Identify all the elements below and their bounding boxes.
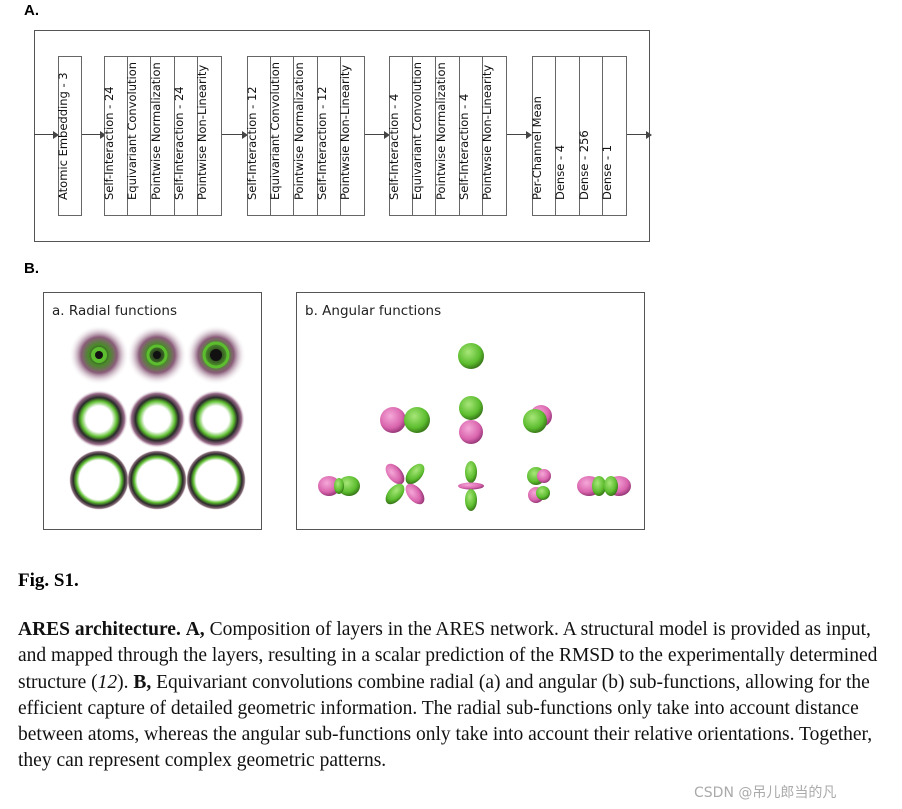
layer-label: Pointwsie Non-Linearity bbox=[338, 64, 353, 200]
layer-label: Self-Interaction - 12 bbox=[314, 86, 329, 200]
layer-label: Dense - 4 bbox=[553, 144, 568, 200]
layer-label: Self-Interaction - 4 bbox=[456, 93, 471, 200]
layer-box: Equivariant Convolution bbox=[410, 57, 437, 215]
radial-functions-panel: a. Radial functions bbox=[43, 292, 262, 530]
layer-label: Equivariant Convolution bbox=[410, 61, 425, 200]
arrowhead-4 bbox=[526, 130, 532, 139]
layer-box: Atomic Embedding - 3 bbox=[56, 57, 81, 215]
layer-box: Dense - 256 bbox=[576, 57, 603, 215]
layer-box: Self-Interaction - 4 bbox=[456, 57, 483, 215]
arrowhead-2 bbox=[242, 130, 248, 139]
angular-l0 bbox=[458, 343, 484, 369]
caption-title: ARES architecture. bbox=[18, 619, 181, 640]
radial-functions-title: a. Radial functions bbox=[52, 303, 178, 319]
layer-label: Dense - 1 bbox=[600, 144, 615, 200]
layer-box: Self-Interaction - 4 bbox=[387, 57, 414, 215]
layer-box: Dense - 4 bbox=[553, 57, 580, 215]
radial-row-1 bbox=[69, 325, 246, 385]
input-arrowhead bbox=[53, 130, 59, 139]
layer-box: Equivariant Convolution bbox=[268, 57, 295, 215]
caption-text-3: Equivariant convolutions combine radial … bbox=[18, 671, 873, 772]
layer-group-output: Per-Channel Mean Dense - 4 Dense - 256 D… bbox=[530, 56, 627, 216]
radial-row-2 bbox=[70, 390, 245, 448]
layer-box: Pointwise Non-Linearity bbox=[195, 57, 221, 215]
csdn-watermark: CSDN @吊儿郎当的凡 bbox=[694, 785, 837, 801]
angular-functions-figure bbox=[318, 343, 631, 511]
layer-label: Pointwise Normalization bbox=[433, 62, 448, 200]
arrow-2 bbox=[222, 134, 244, 135]
layer-label: Self-Interaction - 12 bbox=[245, 86, 260, 200]
layer-group-1: Self-Interaction - 24 Equivariant Convol… bbox=[102, 56, 222, 216]
layer-box: Self-Interaction - 12 bbox=[245, 57, 272, 215]
layer-box: Pointwise Normalization bbox=[148, 57, 175, 215]
layer-box: Pointwise Normalization bbox=[291, 57, 318, 215]
layer-label: Equivariant Convolution bbox=[125, 61, 140, 200]
layer-label: Equivariant Convolution bbox=[268, 61, 283, 200]
panel-b-label: B. bbox=[24, 260, 39, 277]
angular-l1 bbox=[380, 396, 552, 444]
layer-label: Pointwsie Non-Linearity bbox=[480, 64, 495, 200]
layer-label: Atomic Embedding - 3 bbox=[56, 72, 70, 200]
caption-text-1: Composition of layers in the ARES networ… bbox=[18, 619, 878, 693]
input-arrow bbox=[34, 134, 56, 135]
arrow-3 bbox=[365, 134, 386, 135]
arrow-4 bbox=[507, 134, 529, 135]
figure-caption: ARES architecture. A, Composition of lay… bbox=[18, 617, 898, 775]
layer-group-embedding: Atomic Embedding - 3 bbox=[56, 56, 82, 216]
arrowhead-3 bbox=[384, 130, 390, 139]
figure-label: Fig. S1. bbox=[18, 570, 79, 591]
layer-box: Self-Interaction - 12 bbox=[314, 57, 341, 215]
output-arrow bbox=[627, 134, 647, 135]
caption-text-2: ). bbox=[117, 671, 134, 693]
layer-group-2: Self-Interaction - 12 Equivariant Convol… bbox=[245, 56, 365, 216]
layer-label: Dense - 256 bbox=[576, 130, 591, 200]
output-arrowhead bbox=[646, 130, 652, 139]
layer-label: Per-Channel Mean bbox=[530, 96, 545, 200]
caption-a-marker: A, bbox=[185, 619, 205, 640]
layer-label: Pointwise Normalization bbox=[148, 62, 163, 200]
radial-row-3 bbox=[69, 450, 246, 510]
layer-box: Self-Interaction - 24 bbox=[171, 57, 198, 215]
caption-b-marker: B, bbox=[133, 671, 152, 693]
layer-label: Pointwise Normalization bbox=[291, 62, 306, 200]
layer-label: Pointwise Non-Linearity bbox=[195, 64, 210, 200]
layer-box: Equivariant Convolution bbox=[125, 57, 152, 215]
radial-functions-figure bbox=[69, 325, 246, 510]
arrow-1 bbox=[82, 134, 102, 135]
layer-box: Dense - 1 bbox=[600, 57, 626, 215]
layer-group-3: Self-Interaction - 4 Equivariant Convolu… bbox=[387, 56, 507, 216]
layer-label: Self-Interaction - 24 bbox=[102, 86, 117, 200]
arrowhead-1 bbox=[100, 130, 106, 139]
caption-reference: 12 bbox=[97, 671, 118, 693]
layer-box: Pointwsie Non-Linearity bbox=[338, 57, 364, 215]
angular-functions-panel: b. Angular functions bbox=[296, 292, 645, 530]
layer-box: Per-Channel Mean bbox=[530, 57, 557, 215]
angular-functions-title: b. Angular functions bbox=[305, 303, 442, 319]
layer-label: Self-Interaction - 24 bbox=[171, 86, 186, 200]
panel-a-label: A. bbox=[24, 2, 39, 19]
layer-label: Self-Interaction - 4 bbox=[387, 93, 402, 200]
angular-l2 bbox=[318, 461, 631, 511]
layer-box: Pointwsie Non-Linearity bbox=[480, 57, 506, 215]
layer-box: Pointwise Normalization bbox=[433, 57, 460, 215]
layer-box: Self-Interaction - 24 bbox=[102, 57, 129, 215]
